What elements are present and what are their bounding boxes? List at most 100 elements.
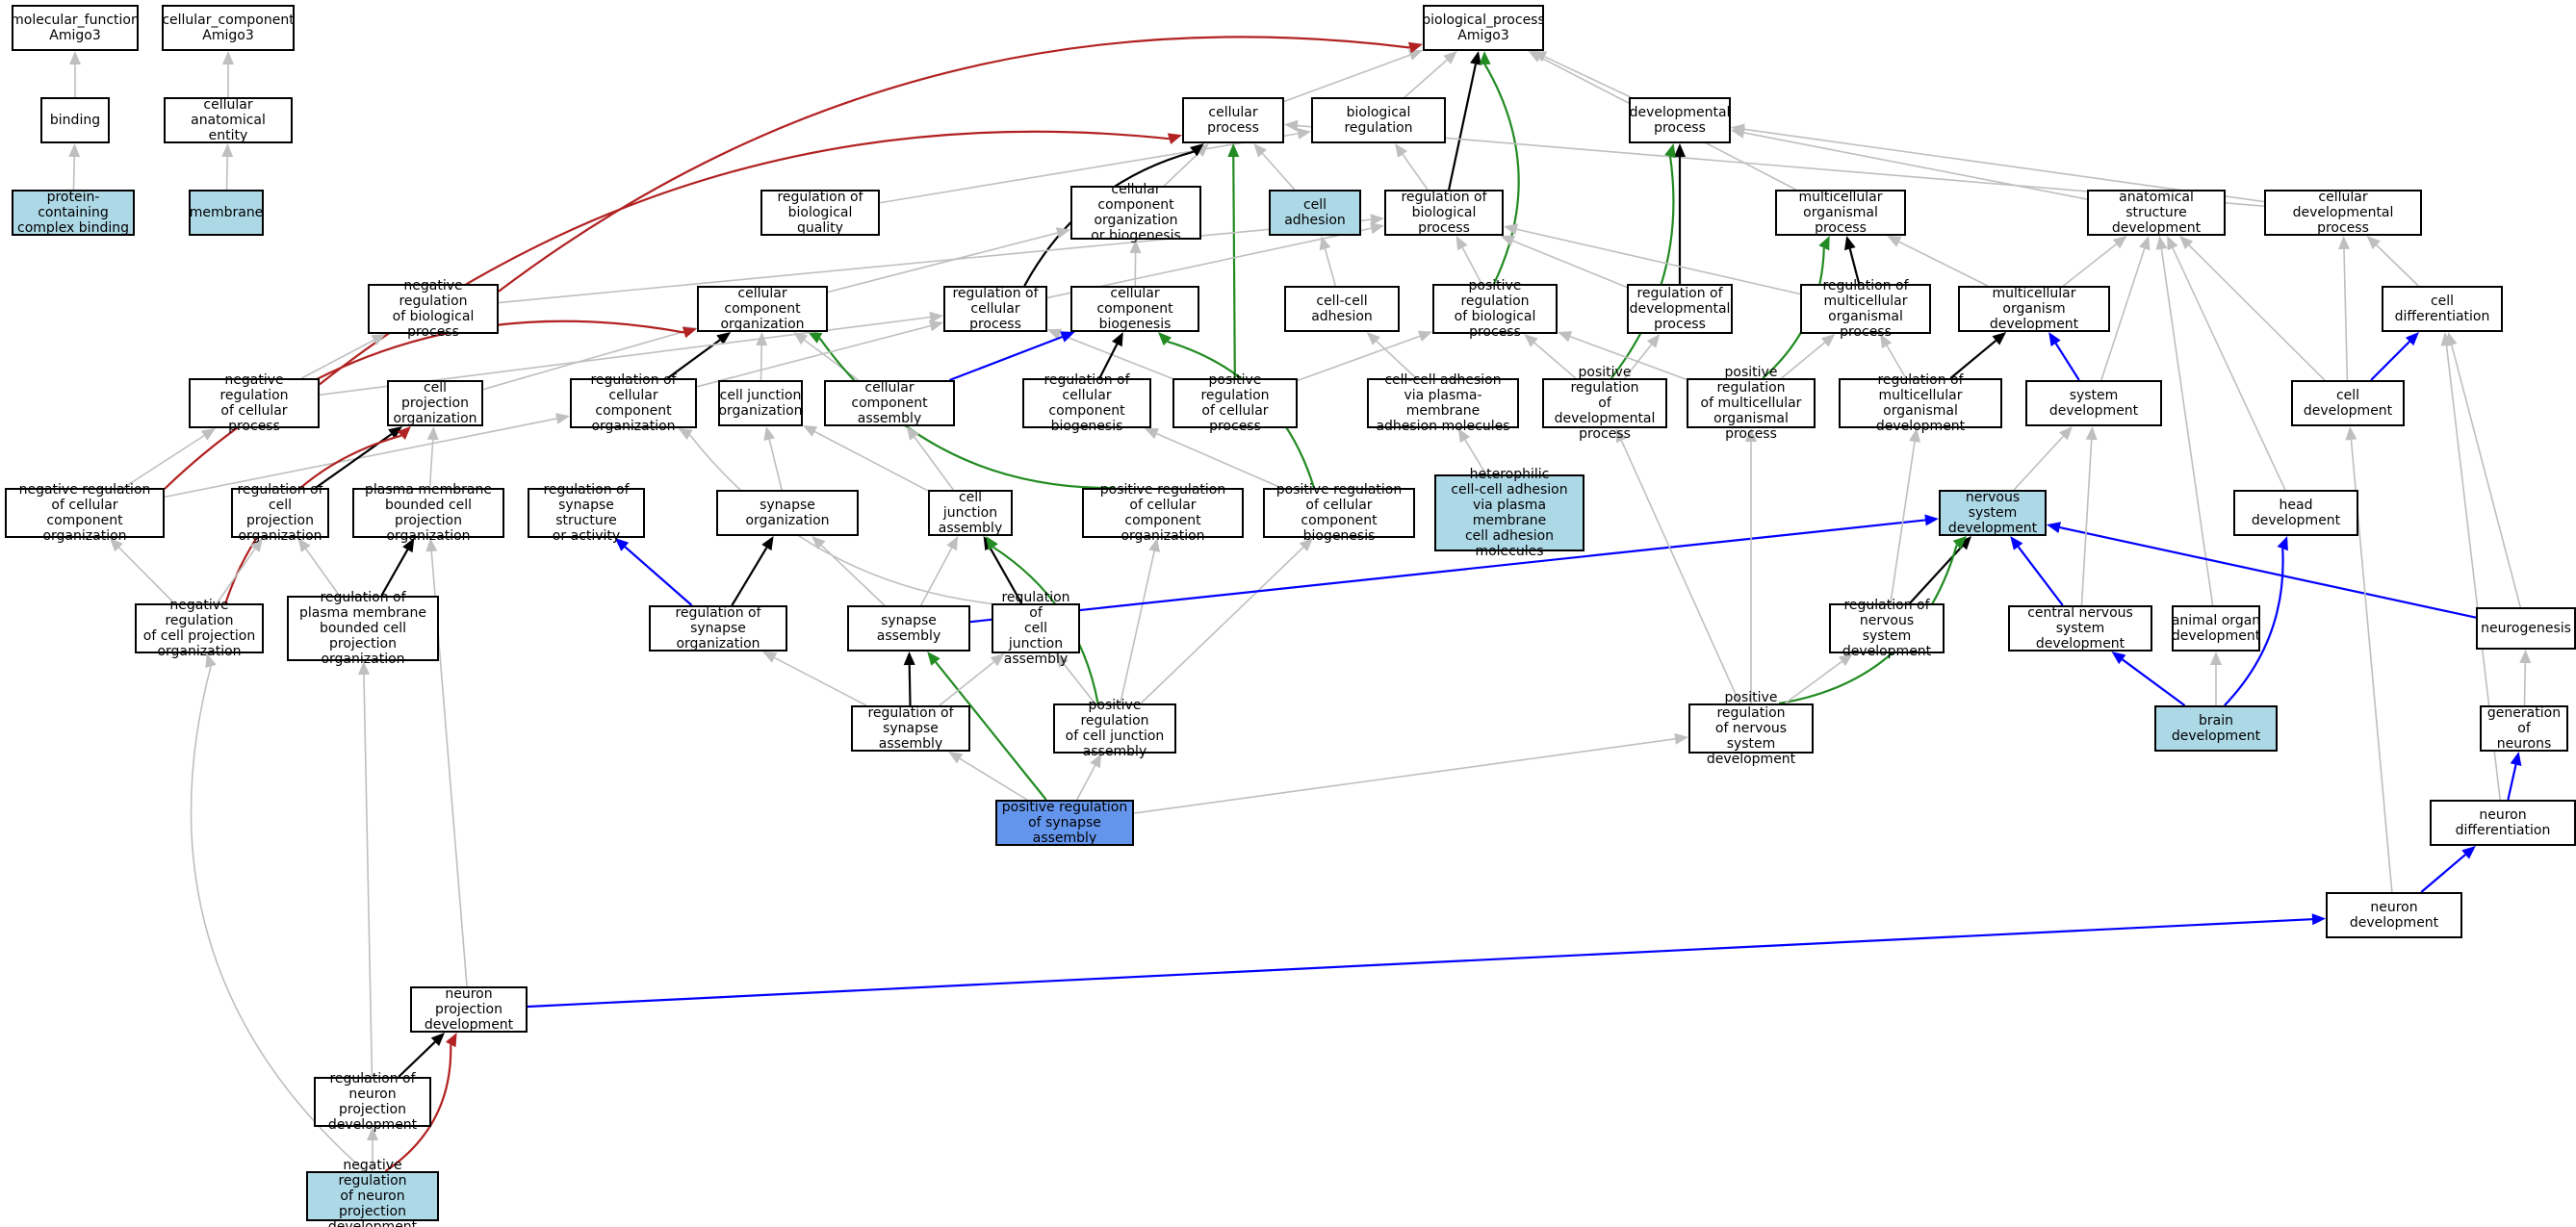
node-system-development[interactable]: system development bbox=[2025, 380, 2162, 426]
edge-prcco-to-cco bbox=[818, 337, 1114, 490]
node-cell-adhesion[interactable]: cell adhesion bbox=[1269, 190, 1361, 236]
node-synapse-assembly[interactable]: synapse assembly bbox=[847, 605, 970, 652]
node-positive-regulation-of-multicellular-organismal-process[interactable]: positive regulation of multicellular org… bbox=[1687, 365, 1816, 442]
arrowhead-membrane-to-cae bbox=[221, 143, 234, 158]
node-negative-regulation-of-cellular-process[interactable]: negative regulation of cellular process bbox=[189, 372, 320, 434]
node-multicellular-organism-development[interactable]: multicellular organism development bbox=[1958, 286, 2110, 332]
node-membrane[interactable]: membrane bbox=[189, 190, 264, 236]
node-regulation-of-cellular-process[interactable]: regulation of cellular process bbox=[943, 286, 1047, 332]
node-heterophilic-cell-cell-adhesion[interactable]: heterophilic cell-cell adhesion via plas… bbox=[1434, 467, 1584, 559]
node-regulation-of-nervous-system-development[interactable]: regulation of nervous system development bbox=[1829, 598, 1945, 659]
arrowhead-nrcp-to-nrbp bbox=[371, 334, 386, 345]
node-central-nervous-system-development[interactable]: central nervous system development bbox=[2008, 605, 2152, 652]
node-cellular-component-organization[interactable]: cellular component organization bbox=[697, 286, 828, 332]
node-negative-regulation-of-cellular-component-organization[interactable]: negative regulation of cellular componen… bbox=[5, 482, 165, 544]
arrowhead-rsa-to-rso bbox=[762, 652, 778, 663]
node-multicellular-organismal-process[interactable]: multicellular organismal process bbox=[1775, 190, 1906, 236]
node-positive-regulation-of-nervous-system-development[interactable]: positive regulation of nervous system de… bbox=[1688, 690, 1814, 767]
node-generation-of-neurons[interactable]: generation of neurons bbox=[2480, 705, 2568, 752]
node-neuron-projection-development[interactable]: neuron projection development bbox=[410, 986, 528, 1033]
arrowhead-braind-to-aod bbox=[2210, 652, 2222, 665]
arrowhead-rnpd-to-rpmbcpo bbox=[358, 661, 370, 676]
node-neuron-development[interactable]: neuron development bbox=[2326, 892, 2462, 938]
arrowhead-sa-to-cja bbox=[946, 536, 959, 551]
node-regulation-of-synapse-structure-or-activity[interactable]: regulation of synapse structure or activ… bbox=[528, 482, 645, 544]
node-positive-regulation-of-cellular-component-biogenesis[interactable]: positive regulation of cellular componen… bbox=[1263, 482, 1415, 544]
arrowhead-mod-to-asd bbox=[2112, 236, 2127, 249]
arrowhead-rnsd-to-rmod bbox=[1909, 428, 1920, 443]
arrowhead-breg-to-bp bbox=[1443, 51, 1457, 64]
arrowhead-rsa-to-rcja bbox=[990, 653, 1005, 667]
arrowhead-celld-to-cdp bbox=[2338, 236, 2350, 250]
node-plasma-membrane-bounded-cell-projection-organization[interactable]: plasma membrane bounded cell projection … bbox=[352, 482, 504, 544]
node-negative-regulation-of-cell-projection-organization[interactable]: negative regulation of cell projection o… bbox=[135, 598, 264, 659]
node-regulation-of-neuron-projection-development[interactable]: regulation of neuron projection developm… bbox=[314, 1071, 431, 1133]
arrowhead-mop-to-bp bbox=[1528, 51, 1543, 63]
arrowhead-mod-to-mop bbox=[1887, 236, 1902, 247]
node-animal-organ-development[interactable]: animal organ development bbox=[2172, 605, 2260, 652]
node-biological-process[interactable]: biological_process Amigo3 bbox=[1422, 5, 1545, 51]
node-regulation-of-cell-junction-assembly[interactable]: regulation of cell junction assembly bbox=[992, 590, 1080, 667]
node-molecular-function[interactable]: molecular_function Amigo3 bbox=[11, 5, 140, 51]
node-cell-development[interactable]: cell development bbox=[2291, 380, 2405, 426]
node-synapse-organization[interactable]: synapse organization bbox=[716, 490, 859, 536]
node-cell-cell-adhesion-via-plasma-membrane-adhesion-molecules[interactable]: cell-cell adhesion via plasma-membrane a… bbox=[1367, 372, 1519, 434]
node-regulation-of-developmental-process[interactable]: regulation of developmental process bbox=[1627, 284, 1733, 334]
node-regulation-of-multicellular-organismal-development[interactable]: regulation of multicellular organismal d… bbox=[1839, 372, 2002, 434]
node-regulation-of-cellular-component-biogenesis[interactable]: regulation of cellular component biogene… bbox=[1022, 372, 1151, 434]
node-cellular-developmental-process[interactable]: cellular developmental process bbox=[2264, 190, 2422, 236]
node-cell-projection-organization[interactable]: cell projection organization bbox=[387, 380, 483, 426]
arrowhead-prsa-to-sa bbox=[927, 652, 940, 666]
node-cell-cell-adhesion[interactable]: cell-cell adhesion bbox=[1284, 286, 1400, 332]
node-regulation-of-biological-quality[interactable]: regulation of biological quality bbox=[760, 190, 880, 236]
node-cellular-anatomical-entity[interactable]: cellular anatomical entity bbox=[164, 97, 293, 143]
edge-nrbp-to-bp bbox=[498, 36, 1410, 293]
arrowhead-rpmbcpo-to-pmbcpo bbox=[402, 538, 415, 553]
node-binding[interactable]: binding bbox=[40, 97, 110, 143]
node-positive-regulation-of-biological-process[interactable]: positive regulation of biological proces… bbox=[1432, 278, 1558, 340]
node-cellular-component-assembly[interactable]: cellular component assembly bbox=[824, 380, 955, 426]
edge-ndev-to-ndiff bbox=[2420, 854, 2466, 893]
edge-rmop-to-mop bbox=[1848, 248, 1861, 285]
arrowhead-prmop-to-prbp bbox=[1558, 331, 1573, 343]
edge-rso-to-rssa bbox=[624, 546, 693, 606]
node-nervous-system-development[interactable]: nervous system development bbox=[1939, 490, 2047, 536]
edge-sa-to-cja bbox=[920, 547, 953, 606]
node-positive-regulation-of-cellular-component-organization[interactable]: positive regulation of cellular componen… bbox=[1082, 482, 1244, 544]
node-developmental-process[interactable]: developmental process bbox=[1629, 97, 1731, 143]
node-cellular-process[interactable]: cellular process bbox=[1182, 97, 1284, 143]
node-cell-differentiation[interactable]: cell differentiation bbox=[2382, 286, 2503, 332]
node-positive-regulation-of-synapse-assembly[interactable]: positive regulation of synapse assembly bbox=[995, 800, 1134, 846]
arrowhead-ccapm-to-cca bbox=[1366, 332, 1380, 345]
node-positive-regulation-of-cellular-process[interactable]: positive regulation of cellular process bbox=[1172, 372, 1298, 434]
node-anatomical-structure-development[interactable]: anatomical structure development bbox=[2087, 190, 2226, 236]
arrowhead-headd-to-asd bbox=[2167, 236, 2178, 251]
node-brain-development[interactable]: brain development bbox=[2154, 705, 2278, 752]
node-protein-containing-complex-binding[interactable]: protein-containing complex binding bbox=[12, 190, 135, 236]
node-cellular-component-biogenesis[interactable]: cellular component biogenesis bbox=[1070, 286, 1199, 332]
arrowhead-prdp-to-prbp bbox=[1524, 334, 1538, 347]
node-regulation-of-synapse-assembly[interactable]: regulation of synapse assembly bbox=[851, 705, 970, 752]
node-neurogenesis[interactable]: neurogenesis bbox=[2476, 607, 2576, 650]
node-cellular-component[interactable]: cellular_component Amigo3 bbox=[162, 5, 295, 51]
node-cell-junction-assembly[interactable]: cell junction assembly bbox=[928, 490, 1013, 536]
node-cellular-component-organization-or-biogenesis[interactable]: cellular component organization or bioge… bbox=[1070, 182, 1201, 243]
arrowhead-prnsd-to-rnsd bbox=[1838, 653, 1853, 667]
node-negative-regulation-of-neuron-projection-development[interactable]: negative regulation of neuron projection… bbox=[306, 1158, 439, 1227]
node-head-development[interactable]: head development bbox=[2233, 490, 2358, 536]
node-regulation-of-multicellular-organismal-process[interactable]: regulation of multicellular organismal p… bbox=[1800, 278, 1931, 340]
node-positive-regulation-of-developmental-process[interactable]: positive regulation of developmental pro… bbox=[1542, 365, 1667, 442]
node-regulation-of-cell-projection-organization[interactable]: regulation of cell projection organizati… bbox=[231, 482, 329, 544]
node-regulation-of-plasma-membrane-bounded-cell-projection-organization[interactable]: regulation of plasma membrane bounded ce… bbox=[287, 590, 439, 667]
node-regulation-of-cellular-component-organization[interactable]: regulation of cellular component organiz… bbox=[570, 372, 697, 434]
node-negative-regulation-of-biological-process[interactable]: negative regulation of biological proces… bbox=[368, 278, 499, 340]
node-cell-junction-organization[interactable]: cell junction organization bbox=[718, 380, 803, 426]
node-regulation-of-synapse-organization[interactable]: regulation of synapse organization bbox=[649, 605, 787, 652]
node-neuron-differentiation[interactable]: neuron differentiation bbox=[2430, 800, 2576, 846]
edge-rsa-to-rcja bbox=[939, 661, 995, 706]
node-positive-regulation-of-cell-junction-assembly[interactable]: positive regulation of cell junction ass… bbox=[1053, 698, 1176, 759]
node-biological-regulation[interactable]: biological regulation bbox=[1311, 97, 1446, 143]
node-regulation-of-biological-process[interactable]: regulation of biological process bbox=[1384, 190, 1504, 236]
arrowhead-prccb-to-ccb bbox=[1158, 332, 1172, 346]
arrowhead-braind-to-cnsd bbox=[2111, 652, 2126, 665]
